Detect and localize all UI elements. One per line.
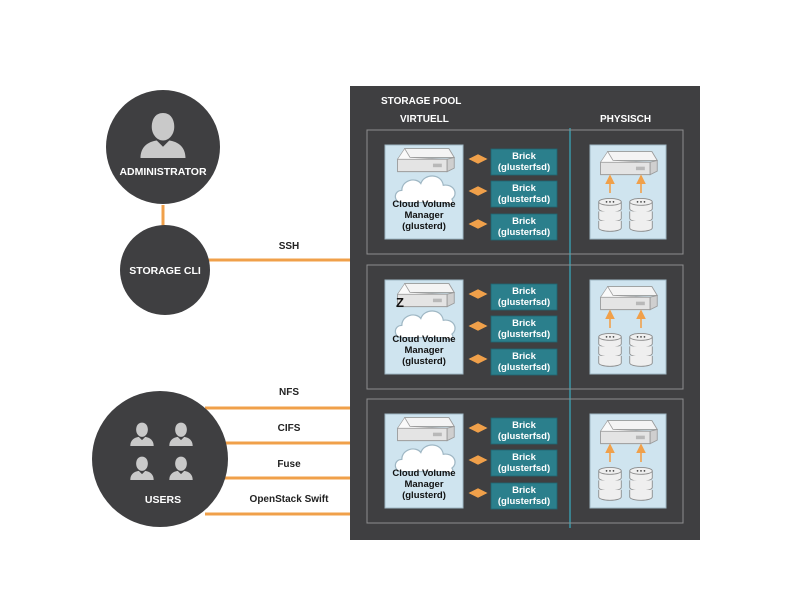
administrator-label: ADMINISTRATOR [119, 166, 207, 178]
openstack-swift-label: OpenStack Swift [250, 494, 330, 505]
server-icon [600, 151, 658, 176]
users-label: USERS [145, 494, 181, 506]
ssh-label: SSH [279, 241, 300, 252]
disk-stack-icon [629, 466, 653, 501]
storage-pool-title: STORAGE POOL [381, 96, 461, 107]
administrator-node: ADMINISTRATOR [106, 90, 220, 204]
storage-pool: STORAGE POOL VIRTUELL PHYSISCH Cloud Vol… [350, 86, 700, 540]
disk-stack-icon [598, 197, 622, 232]
storage-cli-node: STORAGE CLI [120, 225, 210, 315]
brick-box: Brick(glusterfsd) [490, 482, 558, 510]
brick-box: Brick(glusterfsd) [490, 348, 558, 376]
brick-label: (glusterfsd) [498, 463, 550, 474]
brick-label: Brick [512, 318, 536, 329]
brick-label: Brick [512, 183, 536, 194]
server-icon [600, 420, 658, 445]
brick-box: Brick(glusterfsd) [490, 180, 558, 208]
storage-row: Cloud VolumeManager(glusterd)Brick(glust… [366, 398, 684, 524]
volume-manager-label: Cloud Volume [392, 334, 455, 345]
brick-label: Brick [512, 286, 536, 297]
row-frame [366, 129, 684, 255]
disk-stack-icon [598, 332, 622, 367]
virtual-header: VIRTUELL [400, 114, 449, 125]
brick-label: Brick [512, 452, 536, 463]
brick-label: (glusterfsd) [498, 227, 550, 238]
fuse-label: Fuse [277, 459, 301, 470]
disk-stack-icon [629, 197, 653, 232]
physical-header: PHYSISCH [600, 114, 651, 125]
server-icon [397, 283, 455, 308]
brick-box: Brick(glusterfsd) [490, 449, 558, 477]
brick-box: Brick(glusterfsd) [490, 148, 558, 176]
volume-manager-label: (glusterd) [402, 356, 446, 367]
brick-label: Brick [512, 420, 536, 431]
disk-stack-icon [629, 332, 653, 367]
disk-stack-icon [598, 466, 622, 501]
volume-manager-label: Manager [404, 479, 443, 490]
brick-box: Brick(glusterfsd) [490, 315, 558, 343]
server-icon [600, 286, 658, 311]
brick-label: (glusterfsd) [498, 162, 550, 173]
brick-label: (glusterfsd) [498, 297, 550, 308]
brick-label: Brick [512, 485, 536, 496]
cifs-label: CIFS [278, 423, 301, 434]
brick-box: Brick(glusterfsd) [490, 417, 558, 445]
storage-row: Cloud VolumeManager(glusterd)Brick(glust… [366, 129, 684, 255]
volume-manager-label: Cloud Volume [392, 468, 455, 479]
volume-manager-label: Cloud Volume [392, 199, 455, 210]
connection-lines [161, 205, 350, 516]
brick-box: Brick(glusterfsd) [490, 213, 558, 241]
server-icon [397, 417, 455, 442]
brick-label: Brick [512, 151, 536, 162]
brick-label: Brick [512, 351, 536, 362]
volume-manager-label: Manager [404, 210, 443, 221]
brick-label: (glusterfsd) [498, 431, 550, 442]
volume-manager-label: (glusterd) [402, 490, 446, 501]
nfs-label: NFS [279, 387, 299, 398]
row-frame [366, 264, 684, 390]
server-icon [397, 148, 455, 173]
z-marker: Z [396, 295, 404, 310]
brick-label: (glusterfsd) [498, 194, 550, 205]
brick-label: (glusterfsd) [498, 362, 550, 373]
brick-label: Brick [512, 216, 536, 227]
brick-label: (glusterfsd) [498, 329, 550, 340]
users-node: USERS [92, 391, 228, 527]
volume-manager-label: Manager [404, 345, 443, 356]
row-frame [366, 398, 684, 524]
brick-label: (glusterfsd) [498, 496, 550, 507]
storage-cli-label: STORAGE CLI [129, 265, 201, 277]
brick-box: Brick(glusterfsd) [490, 283, 558, 311]
volume-manager-label: (glusterd) [402, 221, 446, 232]
